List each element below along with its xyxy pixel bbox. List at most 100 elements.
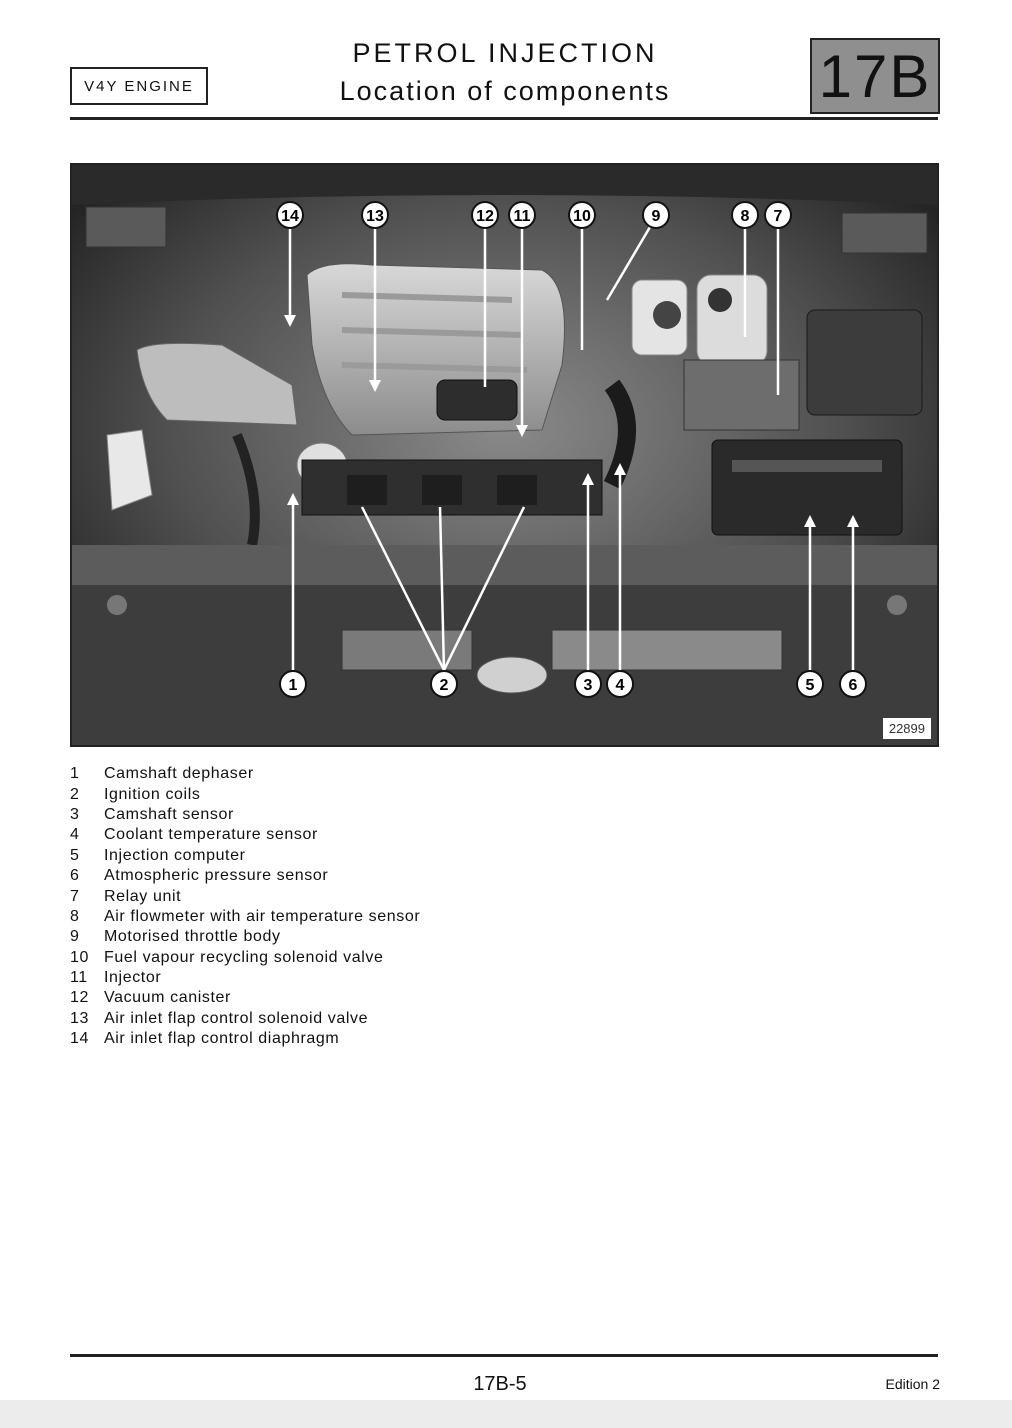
svg-text:2: 2 (440, 677, 449, 694)
legend-label: Air inlet flap control solenoid valve (104, 1009, 369, 1027)
callout-9: 9 (642, 201, 670, 229)
footer-rule (70, 1354, 938, 1357)
section-code-box: 17B (810, 38, 940, 114)
svg-text:7: 7 (774, 208, 783, 225)
legend-number: 6 (70, 867, 80, 885)
svg-text:5: 5 (806, 677, 815, 694)
svg-text:3: 3 (584, 677, 593, 694)
svg-text:14: 14 (281, 208, 299, 225)
edition-label: Edition 2 (885, 1376, 940, 1392)
callout-7: 7 (764, 201, 792, 229)
leader-arrowheads (284, 315, 859, 527)
legend-number: 8 (70, 907, 80, 925)
intake-manifold (306, 263, 565, 436)
legend-number: 2 (70, 785, 80, 803)
legend-item: 12 Vacuum canister (70, 988, 420, 1008)
battery-label (732, 460, 882, 472)
legend-number: 3 (70, 805, 80, 823)
legend-number: 12 (70, 989, 89, 1007)
section-code: 17B (818, 42, 932, 110)
legend-item: 6 Atmospheric pressure sensor (70, 866, 420, 886)
legend-item: 14 Air inlet flap control diaphragm (70, 1029, 420, 1049)
svg-text:6: 6 (849, 677, 858, 694)
legend-label: Vacuum canister (104, 989, 231, 1007)
crossmember (72, 545, 937, 585)
callout-12: 12 (471, 201, 499, 229)
svg-text:10: 10 (573, 208, 591, 225)
legend-number: 11 (70, 969, 88, 987)
callout-5: 5 (796, 670, 824, 698)
legend-label: Atmospheric pressure sensor (104, 867, 329, 885)
figure-number: 22899 (882, 718, 931, 739)
callout-4: 4 (606, 670, 634, 698)
legend-number: 7 (70, 887, 80, 905)
left-grille (85, 206, 167, 248)
coil-b (422, 475, 462, 505)
tank-cap (653, 301, 681, 329)
svg-text:1: 1 (289, 677, 298, 694)
left-hose (232, 433, 260, 546)
engine-bay-figure: 14 13 12 11 10 9 8 7 (70, 163, 939, 747)
callout-2: 2 (430, 670, 458, 698)
legend-label: Camshaft sensor (104, 805, 234, 823)
legend-number: 5 (70, 846, 80, 864)
label-plate-right (551, 629, 783, 671)
right-grille (841, 212, 928, 254)
viewer-bottom-band (0, 1400, 1012, 1428)
svg-text:4: 4 (616, 677, 625, 694)
battery-computer-shape (711, 439, 903, 536)
legend-label: Fuel vapour recycling solenoid valve (104, 948, 384, 966)
legend-item: 5 Injection computer (70, 846, 420, 866)
page-number: 17B-5 (473, 1373, 527, 1395)
legend-label: Injection computer (104, 846, 246, 864)
legend-number: 1 (70, 765, 80, 783)
page-subtitle: Location of components (339, 76, 671, 106)
svg-text:12: 12 (476, 208, 494, 225)
bonnet-latch (476, 656, 548, 694)
svg-text:13: 13 (366, 208, 384, 225)
callout-1: 1 (279, 670, 307, 698)
bolt-left (107, 595, 127, 615)
engine-label-box: V4Y ENGINE (70, 67, 208, 105)
legend-label: Motorised throttle body (104, 928, 281, 946)
legend-label: Relay unit (104, 887, 182, 905)
header-rule (70, 117, 938, 120)
callout-13: 13 (361, 201, 389, 229)
svg-text:9: 9 (652, 208, 661, 225)
engine-bay-illustration: 14 13 12 11 10 9 8 7 (72, 165, 937, 745)
legend-item: 3 Camshaft sensor (70, 805, 420, 825)
page-title: PETROL INJECTION (352, 38, 658, 68)
bolt-right (887, 595, 907, 615)
air-filter-box (806, 309, 923, 416)
callout-8: 8 (731, 201, 759, 229)
legend-item: 13 Air inlet flap control solenoid valve (70, 1009, 420, 1029)
legend-label: Coolant temperature sensor (104, 826, 318, 844)
callout-6: 6 (839, 670, 867, 698)
manifold-runners (341, 292, 528, 373)
legend-label: Injector (104, 969, 162, 987)
legend-label: Camshaft dephaser (104, 765, 254, 783)
legend-item: 4 Coolant temperature sensor (70, 825, 420, 845)
washer-bottle (106, 429, 153, 511)
brake-reservoir (696, 274, 768, 366)
legend-number: 13 (70, 1009, 89, 1027)
callout-10: 10 (568, 201, 596, 229)
relay-unit-shape (683, 359, 800, 431)
leader-lines (288, 226, 855, 671)
bonnet-edge (72, 165, 937, 205)
legend-item: 9 Motorised throttle body (70, 927, 420, 947)
legend-number: 9 (70, 928, 80, 946)
callout-3: 3 (574, 670, 602, 698)
legend-item: 11 Injector (70, 968, 420, 988)
engine-label: V4Y ENGINE (84, 77, 194, 95)
coil-a (347, 475, 387, 505)
legend-label: Air inlet flap control diaphragm (104, 1030, 340, 1048)
callout-11: 11 (508, 201, 536, 229)
legend-number: 14 (70, 1030, 89, 1048)
svg-text:8: 8 (741, 208, 750, 225)
legend-number: 4 (70, 826, 80, 844)
